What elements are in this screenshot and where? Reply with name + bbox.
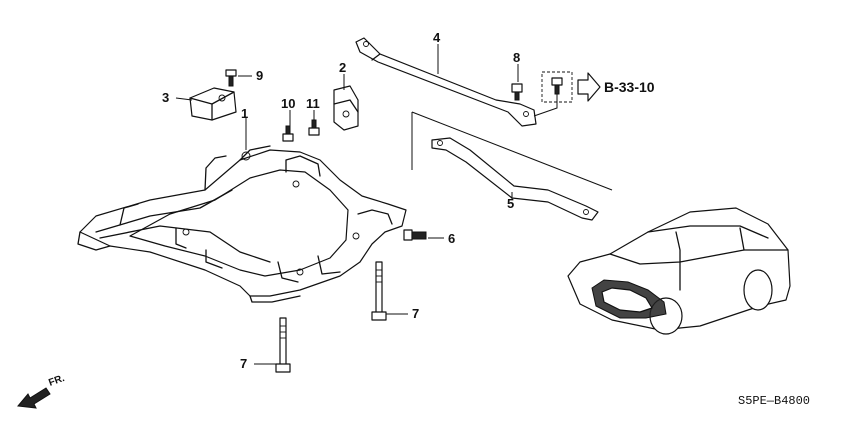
part-9-bolt: [225, 69, 237, 87]
front-label: FR.: [47, 373, 66, 389]
reference-label: B-33-10: [604, 79, 655, 95]
callout-9: 9: [256, 68, 263, 83]
reference-bolt: [533, 71, 573, 117]
callout-7b: 7: [240, 356, 247, 371]
part-2-bracket: [333, 85, 359, 131]
callout-4: 4: [433, 30, 441, 45]
part-3-mount: [189, 87, 237, 121]
callout-1: 1: [241, 106, 248, 121]
callout-2: 2: [339, 60, 346, 75]
callout-6: 6: [448, 231, 455, 246]
callout-3: 3: [162, 90, 169, 105]
callout-5: 5: [507, 196, 514, 211]
front-subframe: [77, 145, 407, 303]
callout-8: 8: [513, 50, 520, 65]
part-4-bar: [355, 37, 537, 127]
callout-10: 10: [281, 96, 295, 111]
part-7-bolt-a: [371, 261, 387, 321]
part-5-bar: [431, 137, 599, 221]
front-direction-arrow: [17, 387, 51, 409]
leader-lines: [175, 44, 519, 365]
car-silhouette: [567, 207, 791, 335]
part-8-bolt: [511, 83, 523, 101]
diagram-code: S5PE—B4800: [738, 394, 810, 408]
reference-arrow: [577, 72, 601, 102]
separator-lines: [411, 111, 613, 191]
part-10-bolt: [282, 125, 294, 142]
part-11-bolt: [308, 119, 320, 136]
callout-7a: 7: [412, 306, 419, 321]
callout-11: 11: [306, 96, 320, 111]
part-6-bolt: [403, 229, 427, 241]
part-7-bolt-b: [275, 317, 291, 373]
